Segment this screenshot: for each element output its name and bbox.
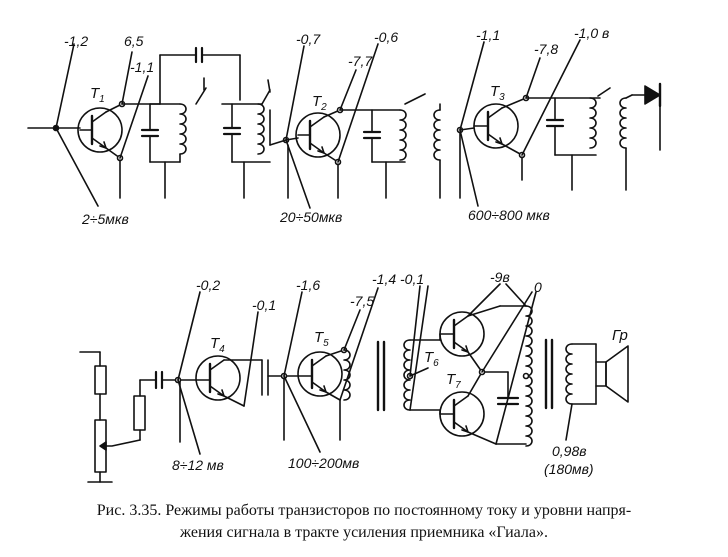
resistor-r2 [133,395,146,431]
leader [339,287,379,401]
label-t2: T2 [312,93,327,113]
label-voltage: -0,7 [296,31,321,47]
coil-t5-load [343,349,351,401]
label-signal-level: 20÷50мкв [279,209,342,225]
label-voltage: 6,5 [124,33,144,49]
transistor-t1 [77,107,123,153]
label-voltage: -7,7 [348,53,373,69]
leader [337,43,379,163]
leader [55,43,75,129]
leader [285,45,305,141]
caption-line-1: Рис. 3.35. Режимы работы транзисторов по… [96,502,632,519]
leader [243,311,259,407]
diode [631,82,662,151]
coil-output-secondary [565,343,573,405]
label-signal-level: (180мв) [544,461,594,477]
label-voltage: -1,1 [130,59,154,75]
label-t5: T5 [314,329,329,349]
leader [177,291,201,381]
leader [343,309,361,351]
leader [339,69,357,111]
label-voltage: -9в [490,269,510,285]
leader [119,75,149,159]
leader [285,139,311,209]
leader [459,41,485,131]
label-voltage: -7,8 [534,41,558,57]
leader [409,285,421,377]
speaker-icon [595,345,629,403]
label-t7: T7 [446,371,461,391]
coil-l1 [179,103,187,155]
leader [495,291,537,445]
leader [55,127,99,207]
caption-line-2: жения сигнала в тракте усиления приемник… [180,524,548,541]
leader [467,283,501,317]
leader [459,129,479,207]
leader [481,291,533,373]
leader [409,285,429,411]
label-voltage: -7,5 [350,293,374,309]
label-t4: T4 [210,335,225,355]
leader [521,39,581,156]
label-voltage: -0,1 [252,297,276,313]
label-t1: T1 [90,85,105,105]
leader [121,51,133,105]
transistor-t3 [473,103,519,149]
transistor-t5 [297,351,343,397]
coil-l3 [399,109,407,161]
coil-l6 [619,97,627,149]
label-signal-level: 100÷200мв [288,455,359,471]
leader [283,291,303,377]
resistor-r1 [94,365,107,395]
label-speaker: Гр [612,327,628,344]
figure-caption: Рис. 3.35. Режимы работы транзисторов по… [0,500,728,544]
label-t6: T6 [424,349,439,369]
leader [525,57,541,99]
leader [283,375,321,453]
label-voltage: -1,2 [64,33,88,49]
label-voltage: -1,0 в [574,25,609,41]
label-voltage: -1,6 [296,277,320,293]
transistor-t4 [195,355,241,401]
label-signal-level: 2÷5мкв [81,211,129,227]
coil-l2 [257,103,265,155]
label-t3: T3 [490,83,505,103]
transistor-t6 [439,311,485,357]
transistor-t2 [295,112,341,158]
coil-l5 [589,97,597,149]
label-voltage: -0,6 [374,29,398,45]
coil-l4 [433,109,441,161]
label-signal-level: 600÷800 мкв [468,207,550,223]
label-voltage: -1,1 [476,27,500,43]
coil-transformer-secondary [403,339,411,411]
leader [177,379,201,455]
label-voltage: 0 [534,279,542,295]
leader [565,403,573,441]
leader [505,283,527,307]
label-signal-level: 0,98в [552,443,587,459]
label-voltage: -1,4 -0,1 [372,271,424,287]
label-voltage: -0,2 [196,277,220,293]
label-signal-level: 8÷12 мв [172,457,224,473]
transistor-t7 [439,391,485,437]
